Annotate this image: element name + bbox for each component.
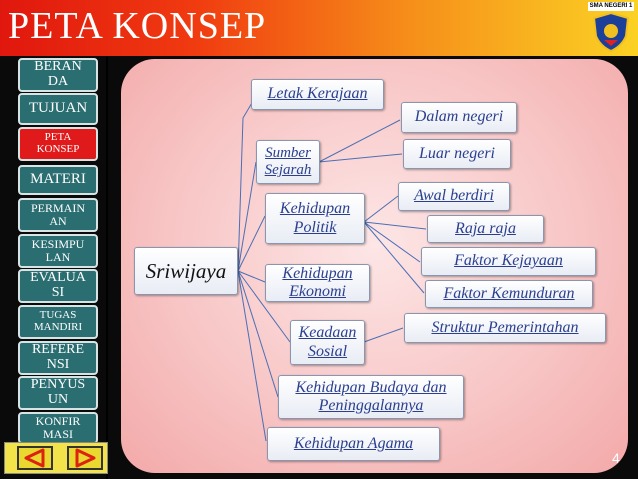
root-node: Sriwijaya bbox=[134, 247, 238, 295]
sidebar-item-tugas-mandiri[interactable]: TUGAS MANDIRI bbox=[18, 305, 98, 339]
arrow-right-icon bbox=[75, 448, 96, 468]
sidebar-item-label: KESIMPU LAN bbox=[31, 237, 85, 264]
node-label: Kehidupan Budaya dan Peninggalannya bbox=[295, 378, 447, 414]
sidebar-item-label: REFERE NSI bbox=[31, 342, 85, 372]
node-keadaan-sosial[interactable]: Keadaan Sosial bbox=[290, 320, 365, 365]
node-awal-berdiri[interactable]: Awal berdiri bbox=[398, 182, 510, 211]
sidebar-item-permainan[interactable]: PERMAIN AN bbox=[18, 198, 98, 232]
node-kehidupan-ekonomi[interactable]: Kehidupan Ekonomi bbox=[265, 264, 370, 302]
node-sumber-sejarah[interactable]: Sumber Sejarah bbox=[256, 140, 320, 184]
page-title: PETA KONSEP bbox=[8, 5, 267, 47]
sidebar-item-beranda[interactable]: BERAN DA bbox=[18, 58, 98, 92]
node-label: Faktor Kemunduran bbox=[443, 284, 575, 302]
node-faktor-kemunduran[interactable]: Faktor Kemunduran bbox=[425, 280, 593, 308]
previous-slide-button[interactable] bbox=[17, 446, 53, 470]
node-letak-kerajaan[interactable]: Letak Kerajaan bbox=[251, 79, 384, 110]
sidebar-item-label: BERAN DA bbox=[34, 59, 82, 89]
navigation-bar bbox=[4, 442, 108, 474]
node-label: Faktor Kejayaan bbox=[454, 252, 563, 270]
node-struktur-pemerintahan[interactable]: Struktur Pemerintahan bbox=[404, 313, 606, 343]
sidebar: BERAN DA TUJUAN PETA KONSEP MATERI PERMA… bbox=[0, 56, 106, 479]
node-label: Struktur Pemerintahan bbox=[431, 318, 579, 336]
sidebar-item-label: PETA KONSEP bbox=[36, 131, 80, 155]
node-dalam-negeri[interactable]: Dalam negeri bbox=[401, 102, 517, 133]
node-label: Luar negeri bbox=[419, 144, 495, 162]
node-label: Kehidupan Agama bbox=[293, 434, 414, 452]
arrow-left-icon bbox=[24, 448, 45, 468]
node-faktor-kejayaan[interactable]: Faktor Kejayaan bbox=[421, 247, 596, 276]
logo-caption: SMA NEGERI 1 bbox=[588, 2, 634, 11]
slide-number: 4 bbox=[612, 450, 620, 466]
sidebar-item-label: TUJUAN bbox=[28, 100, 88, 117]
sidebar-item-label: PENYUS UN bbox=[30, 377, 86, 407]
node-label: Letak Kerajaan bbox=[267, 85, 368, 103]
node-label: Kehidupan Ekonomi bbox=[282, 264, 353, 300]
sidebar-item-materi[interactable]: MATERI bbox=[18, 165, 98, 195]
sidebar-item-referensi[interactable]: REFERE NSI bbox=[18, 341, 98, 375]
node-label: Sumber Sejarah bbox=[264, 144, 312, 178]
node-luar-negeri[interactable]: Luar negeri bbox=[403, 139, 511, 169]
node-label: Awal berdiri bbox=[414, 187, 494, 205]
node-label: Dalam negeri bbox=[414, 108, 504, 126]
sidebar-item-label: EVALUA SI bbox=[30, 270, 86, 300]
node-kehidupan-budaya[interactable]: Kehidupan Budaya dan Peninggalannya bbox=[278, 375, 464, 419]
school-logo: SMA NEGERI 1 bbox=[588, 2, 634, 53]
sidebar-item-evaluasi[interactable]: EVALUA SI bbox=[18, 269, 98, 303]
sidebar-item-label: MATERI bbox=[30, 171, 86, 188]
node-label: Raja raja bbox=[455, 219, 516, 237]
slide-header: PETA KONSEP SMA NEGERI 1 bbox=[0, 0, 638, 56]
node-label: Kehidupan Politik bbox=[279, 200, 351, 236]
sidebar-item-kesimpulan[interactable]: KESIMPU LAN bbox=[18, 234, 98, 268]
sidebar-item-tujuan[interactable]: TUJUAN bbox=[18, 93, 98, 125]
sidebar-item-label: PERMAIN AN bbox=[30, 201, 85, 228]
node-kehidupan-agama[interactable]: Kehidupan Agama bbox=[267, 427, 440, 461]
sidebar-item-peta-konsep[interactable]: PETA KONSEP bbox=[18, 127, 98, 161]
sidebar-item-penyusun[interactable]: PENYUS UN bbox=[18, 376, 98, 410]
school-emblem-icon bbox=[592, 11, 630, 53]
next-slide-button[interactable] bbox=[67, 446, 103, 470]
sidebar-item-label: KONFIR MASI bbox=[35, 414, 81, 441]
root-node-label: Sriwijaya bbox=[145, 258, 227, 283]
sidebar-item-label: TUGAS MANDIRI bbox=[33, 309, 83, 333]
node-label: Keadaan Sosial bbox=[298, 324, 357, 360]
node-kehidupan-politik[interactable]: Kehidupan Politik bbox=[265, 193, 365, 244]
sidebar-item-konfirmasi[interactable]: KONFIR MASI bbox=[18, 412, 98, 444]
node-raja-raja[interactable]: Raja raja bbox=[427, 215, 544, 243]
